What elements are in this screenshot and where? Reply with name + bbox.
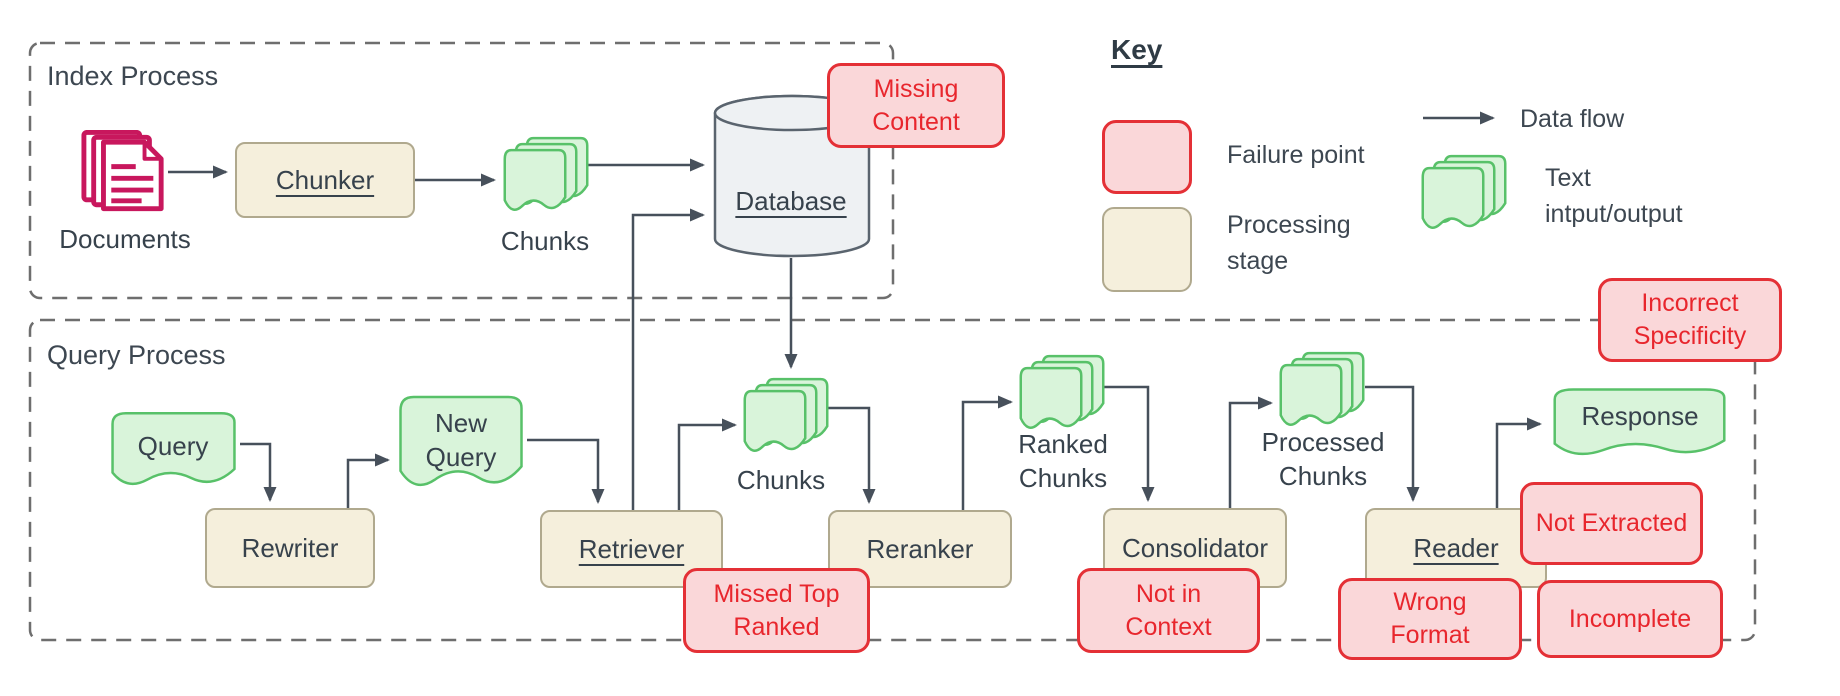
ranked-chunks-label: Ranked Chunks	[1018, 429, 1108, 493]
documents-label: Documents	[59, 224, 191, 254]
documents-icon	[81, 130, 164, 212]
data-flow-arrows	[168, 111, 1542, 510]
database-label: Database	[735, 186, 847, 216]
arrow-retriever-chunks	[677, 418, 737, 510]
arrow-reader-response	[1495, 417, 1542, 508]
new-query-doc-label: New Query	[425, 408, 497, 472]
stage-reader: Reader	[1365, 508, 1547, 588]
query-process-boundary	[28, 318, 1757, 642]
failure-missed-top-ranked: Missed Top Ranked	[683, 568, 870, 653]
legend-text-io-label: Text intput/output	[1545, 164, 1683, 229]
legend-failure-point-label: Failure point	[1227, 141, 1365, 169]
failure-incorrect-specificity: Incorrect Specificity	[1598, 278, 1782, 362]
query-chunks-icon	[743, 378, 829, 452]
arrow-query-rewriter	[240, 442, 277, 502]
response-doc-label: Response	[1581, 401, 1699, 431]
index-process-boundary	[28, 41, 895, 300]
legend-processing-stage-swatch	[1102, 207, 1192, 292]
chunker-label: Chunker	[275, 164, 375, 195]
arrow-processedchunks-reader	[1365, 385, 1420, 502]
stage-rewriter: Rewriter	[205, 508, 375, 588]
failure-not-extracted: Not Extracted	[1520, 482, 1703, 565]
ranked-chunks-icon	[1019, 355, 1105, 429]
arrow-rankedchunks-consolidator	[1103, 385, 1155, 502]
index-chunks-icon	[503, 137, 589, 211]
stage-reranker: Reranker	[828, 510, 1012, 588]
rewriter-label: Rewriter	[241, 532, 339, 563]
failure-incomplete: Incomplete	[1537, 580, 1723, 658]
failure-wrong-format: Wrong Format	[1338, 578, 1522, 660]
index-process-label: Index Process	[47, 61, 219, 91]
arrow-chunks-reranker	[827, 406, 876, 504]
query-doc-label: Query	[137, 431, 209, 461]
query-chunks-label: Chunks	[736, 465, 826, 495]
legend-text-io-icon	[1421, 155, 1507, 229]
processed-chunks-icon	[1279, 352, 1365, 426]
reranker-label: Reranker	[866, 533, 974, 564]
retriever-label: Retriever	[578, 533, 685, 564]
arrow-retriever-database	[631, 208, 705, 510]
legend-data-flow-label: Data flow	[1520, 105, 1625, 133]
failure-missing-content: Missing Content	[827, 63, 1005, 148]
query-process-label: Query Process	[47, 340, 226, 370]
arrow-newquery-retriever	[527, 438, 605, 504]
index-chunks-label: Chunks	[500, 226, 590, 256]
arrow-reranker-rankedchunks	[961, 395, 1013, 510]
arrow-consolidator-processedchunks	[1228, 396, 1273, 508]
consolidator-label: Consolidator	[1122, 532, 1268, 563]
legend-processing-stage-label: Processing stage	[1227, 211, 1351, 276]
stage-chunker: Chunker	[235, 142, 415, 218]
reader-label: Reader	[1413, 532, 1499, 563]
failure-not-in-context: Not in Context	[1077, 568, 1260, 653]
arrow-rewriter-newquery	[346, 453, 390, 508]
processed-chunks-label: Processed Chunks	[1261, 427, 1385, 491]
legend-title: Key	[1111, 34, 1163, 65]
legend-failure-point-swatch	[1102, 120, 1192, 194]
